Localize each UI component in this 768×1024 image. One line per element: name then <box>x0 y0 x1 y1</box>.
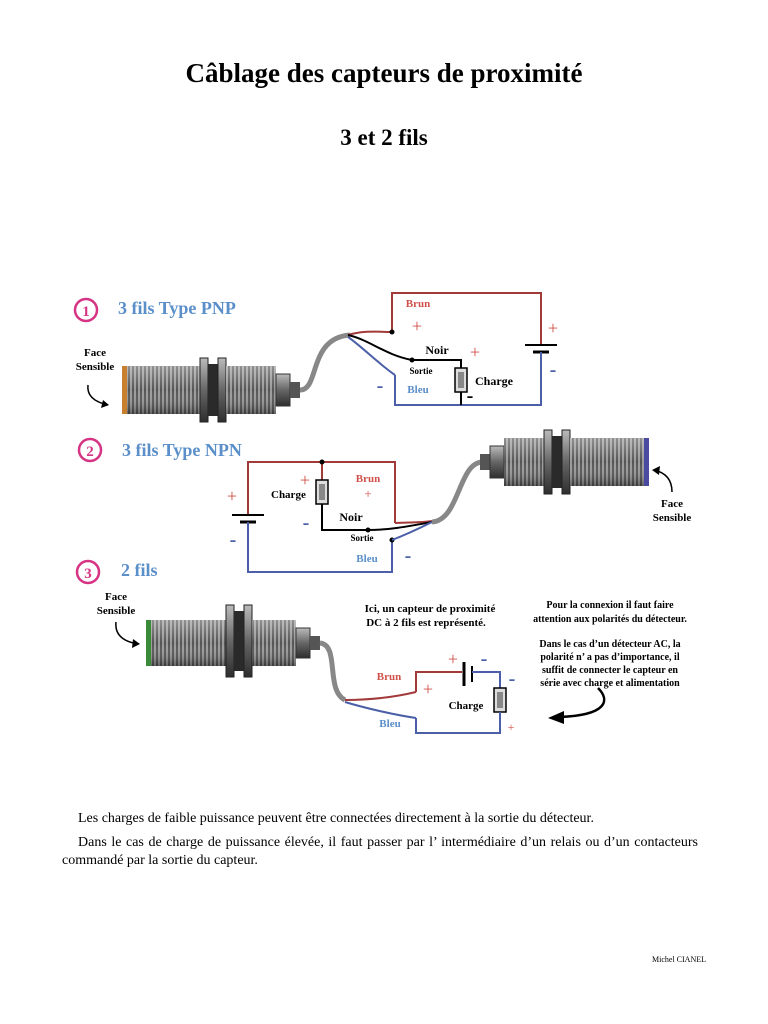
note-arrow <box>559 687 606 719</box>
sortie-label-1: Sortie <box>410 366 433 376</box>
section-1-number-icon: 1 <box>73 297 99 323</box>
face-arrowhead-3 <box>132 639 140 648</box>
numbered-circle-icon <box>75 559 101 585</box>
ac-note-line2: polarité n’ a pas d’importance, il <box>540 652 679 663</box>
charge-label-2: Charge <box>271 489 306 501</box>
ac-note-line4: série avec charge et alimentation <box>540 678 680 689</box>
minus-1b: - <box>467 385 474 407</box>
plus-3a: + <box>448 649 458 669</box>
paragraph-low-power: Les charges de faible puissance peuvent … <box>78 811 594 826</box>
section-3-number-icon: 3 <box>75 559 101 585</box>
brun-label-2: Brun <box>356 473 380 485</box>
polarity-note-line1: Pour la connexion il faut faire <box>546 600 674 611</box>
ac-note-line1: Dans le cas d’un détecteur AC, la <box>539 639 680 650</box>
minus-2a: - <box>303 512 310 534</box>
section-1-title: 3 fils Type PNP <box>118 298 236 318</box>
face-arrowhead-1 <box>101 400 109 408</box>
face-arrowhead-2 <box>652 466 660 475</box>
section-3-two-wire: 3 2 fils Face Sensible <box>75 559 687 734</box>
bleu-label-2: Bleu <box>356 553 377 565</box>
brun-label-3: Brun <box>377 671 401 683</box>
plus-1c: + <box>548 318 558 338</box>
plus-2c: + <box>227 486 237 506</box>
section-3-number: 3 <box>84 566 92 582</box>
sensible-label-1: Sensible <box>76 361 115 373</box>
minus-2b: - <box>230 529 237 551</box>
section-2-number: 2 <box>86 444 94 460</box>
plus-2a: + <box>300 470 310 490</box>
paragraph-high-power: Dans le cas de charge de puissance élevé… <box>62 835 698 868</box>
minus-1c: - <box>550 359 557 381</box>
numbered-circle-icon <box>77 437 103 463</box>
section-2-title: 3 fils Type NPN <box>122 440 242 460</box>
charge-label-3: Charge <box>449 700 484 712</box>
polarity-note-line2: attention aux polarités du détecteur. <box>533 614 687 625</box>
page-subtitle: 3 et 2 fils <box>340 125 428 150</box>
page-title: Câblage des capteurs de proximité <box>185 58 583 88</box>
section-3-title: 2 fils <box>121 560 158 580</box>
dc-note-line2: DC à 2 fils est représenté. <box>366 617 486 629</box>
ac-note-line3: suffit de connecter le capteur en <box>542 665 678 676</box>
bleu-label-1: Bleu <box>407 384 428 396</box>
plus-3b: + <box>423 679 433 699</box>
sensible-label-3: Sensible <box>97 605 136 617</box>
plus-2b: + <box>364 486 371 501</box>
sensor-pnp <box>122 357 300 423</box>
section-1-pnp: 1 3 fils Type PNP Face Sensible <box>73 292 558 423</box>
face-label-1: Face <box>84 347 106 359</box>
minus-1a: - <box>377 375 384 397</box>
plus-1a: + <box>412 316 422 336</box>
charge-label-1: Charge <box>475 374 514 388</box>
section-2-npn: 2 3 fils Type NPN <box>77 429 692 573</box>
section-1-number: 1 <box>82 304 90 320</box>
bleu-label-3: Bleu <box>379 718 400 730</box>
brun-label-1: Brun <box>406 298 430 310</box>
sortie-label-2: Sortie <box>351 533 374 543</box>
face-label-3: Face <box>105 591 127 603</box>
minus-3b: - <box>509 668 516 690</box>
author-footer: Michel CIANEL <box>652 955 706 964</box>
sensor-two-wire <box>146 604 320 678</box>
face-label-2: Face <box>661 498 683 510</box>
noir-label-2: Noir <box>339 510 363 524</box>
numbered-circle-icon <box>73 297 99 323</box>
dc-note-line1: Ici, un capteur de proximité <box>365 603 496 615</box>
minus-3a: - <box>481 648 488 670</box>
note-arrowhead <box>548 711 564 724</box>
plus-1b: + <box>470 342 480 362</box>
minus-2c: - <box>405 545 412 567</box>
plus-3c: + <box>508 720 515 734</box>
section-2-number-icon: 2 <box>77 437 103 463</box>
noir-label-1: Noir <box>425 343 449 357</box>
sensor-npn <box>480 429 649 495</box>
sensible-label-2: Sensible <box>653 512 692 524</box>
